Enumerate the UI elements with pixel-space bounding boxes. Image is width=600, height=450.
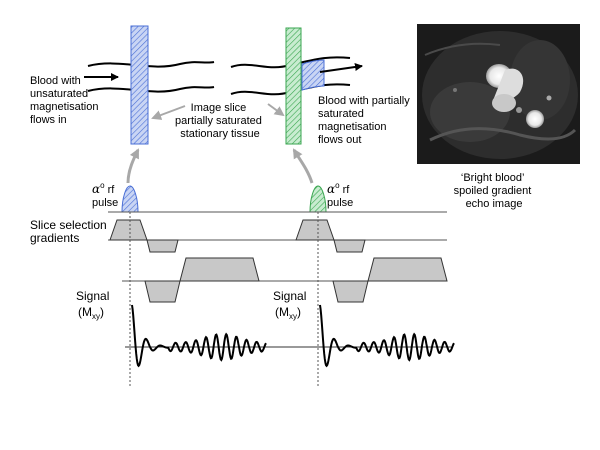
image-caption: ‘Bright blood’ spoiled gradient echo ima… <box>454 172 535 210</box>
vessel-in <box>84 61 215 93</box>
rf-pulse-label-1: αo rf pulse <box>92 181 118 209</box>
blood-in-label: Blood with unsaturated magnetisation flo… <box>30 75 102 126</box>
slice-selection-label: Slice selection gradients <box>30 218 110 245</box>
signal-waveform-2 <box>319 304 455 368</box>
slice-gradient-2 <box>295 219 335 241</box>
rf-arrow-2 <box>292 148 314 184</box>
slice-gradient-1 <box>109 219 148 241</box>
image-slice-2 <box>285 27 302 145</box>
signal-waveform-1 <box>131 304 267 368</box>
readout-gradient-1 <box>179 257 260 282</box>
readout-gradient-2 <box>367 257 448 282</box>
signal-label-2: Signal (Mxy) <box>273 289 310 321</box>
saturated-bolus <box>301 59 325 91</box>
image-slice-label: Image slice partially saturated stationa… <box>175 102 265 140</box>
rf-pulse-label-2: αo rf pulse <box>327 181 353 209</box>
rf-pulse-1 <box>121 185 139 213</box>
pointer-arrow-right <box>267 103 285 117</box>
signal-label-1: Signal (Mxy) <box>76 289 113 321</box>
readout-dephase-2 <box>332 280 369 303</box>
mri-image <box>417 24 580 164</box>
blood-out-label: Blood with partially saturated magnetisa… <box>318 95 413 146</box>
pointer-arrow-left <box>151 105 186 120</box>
slice-refocus-2 <box>333 239 366 253</box>
readout-dephase-1 <box>144 280 181 303</box>
rf-pulse-2 <box>309 185 327 213</box>
slice-refocus-1 <box>146 239 179 253</box>
image-slice-1 <box>130 25 149 145</box>
rf-arrow-1 <box>126 148 140 184</box>
